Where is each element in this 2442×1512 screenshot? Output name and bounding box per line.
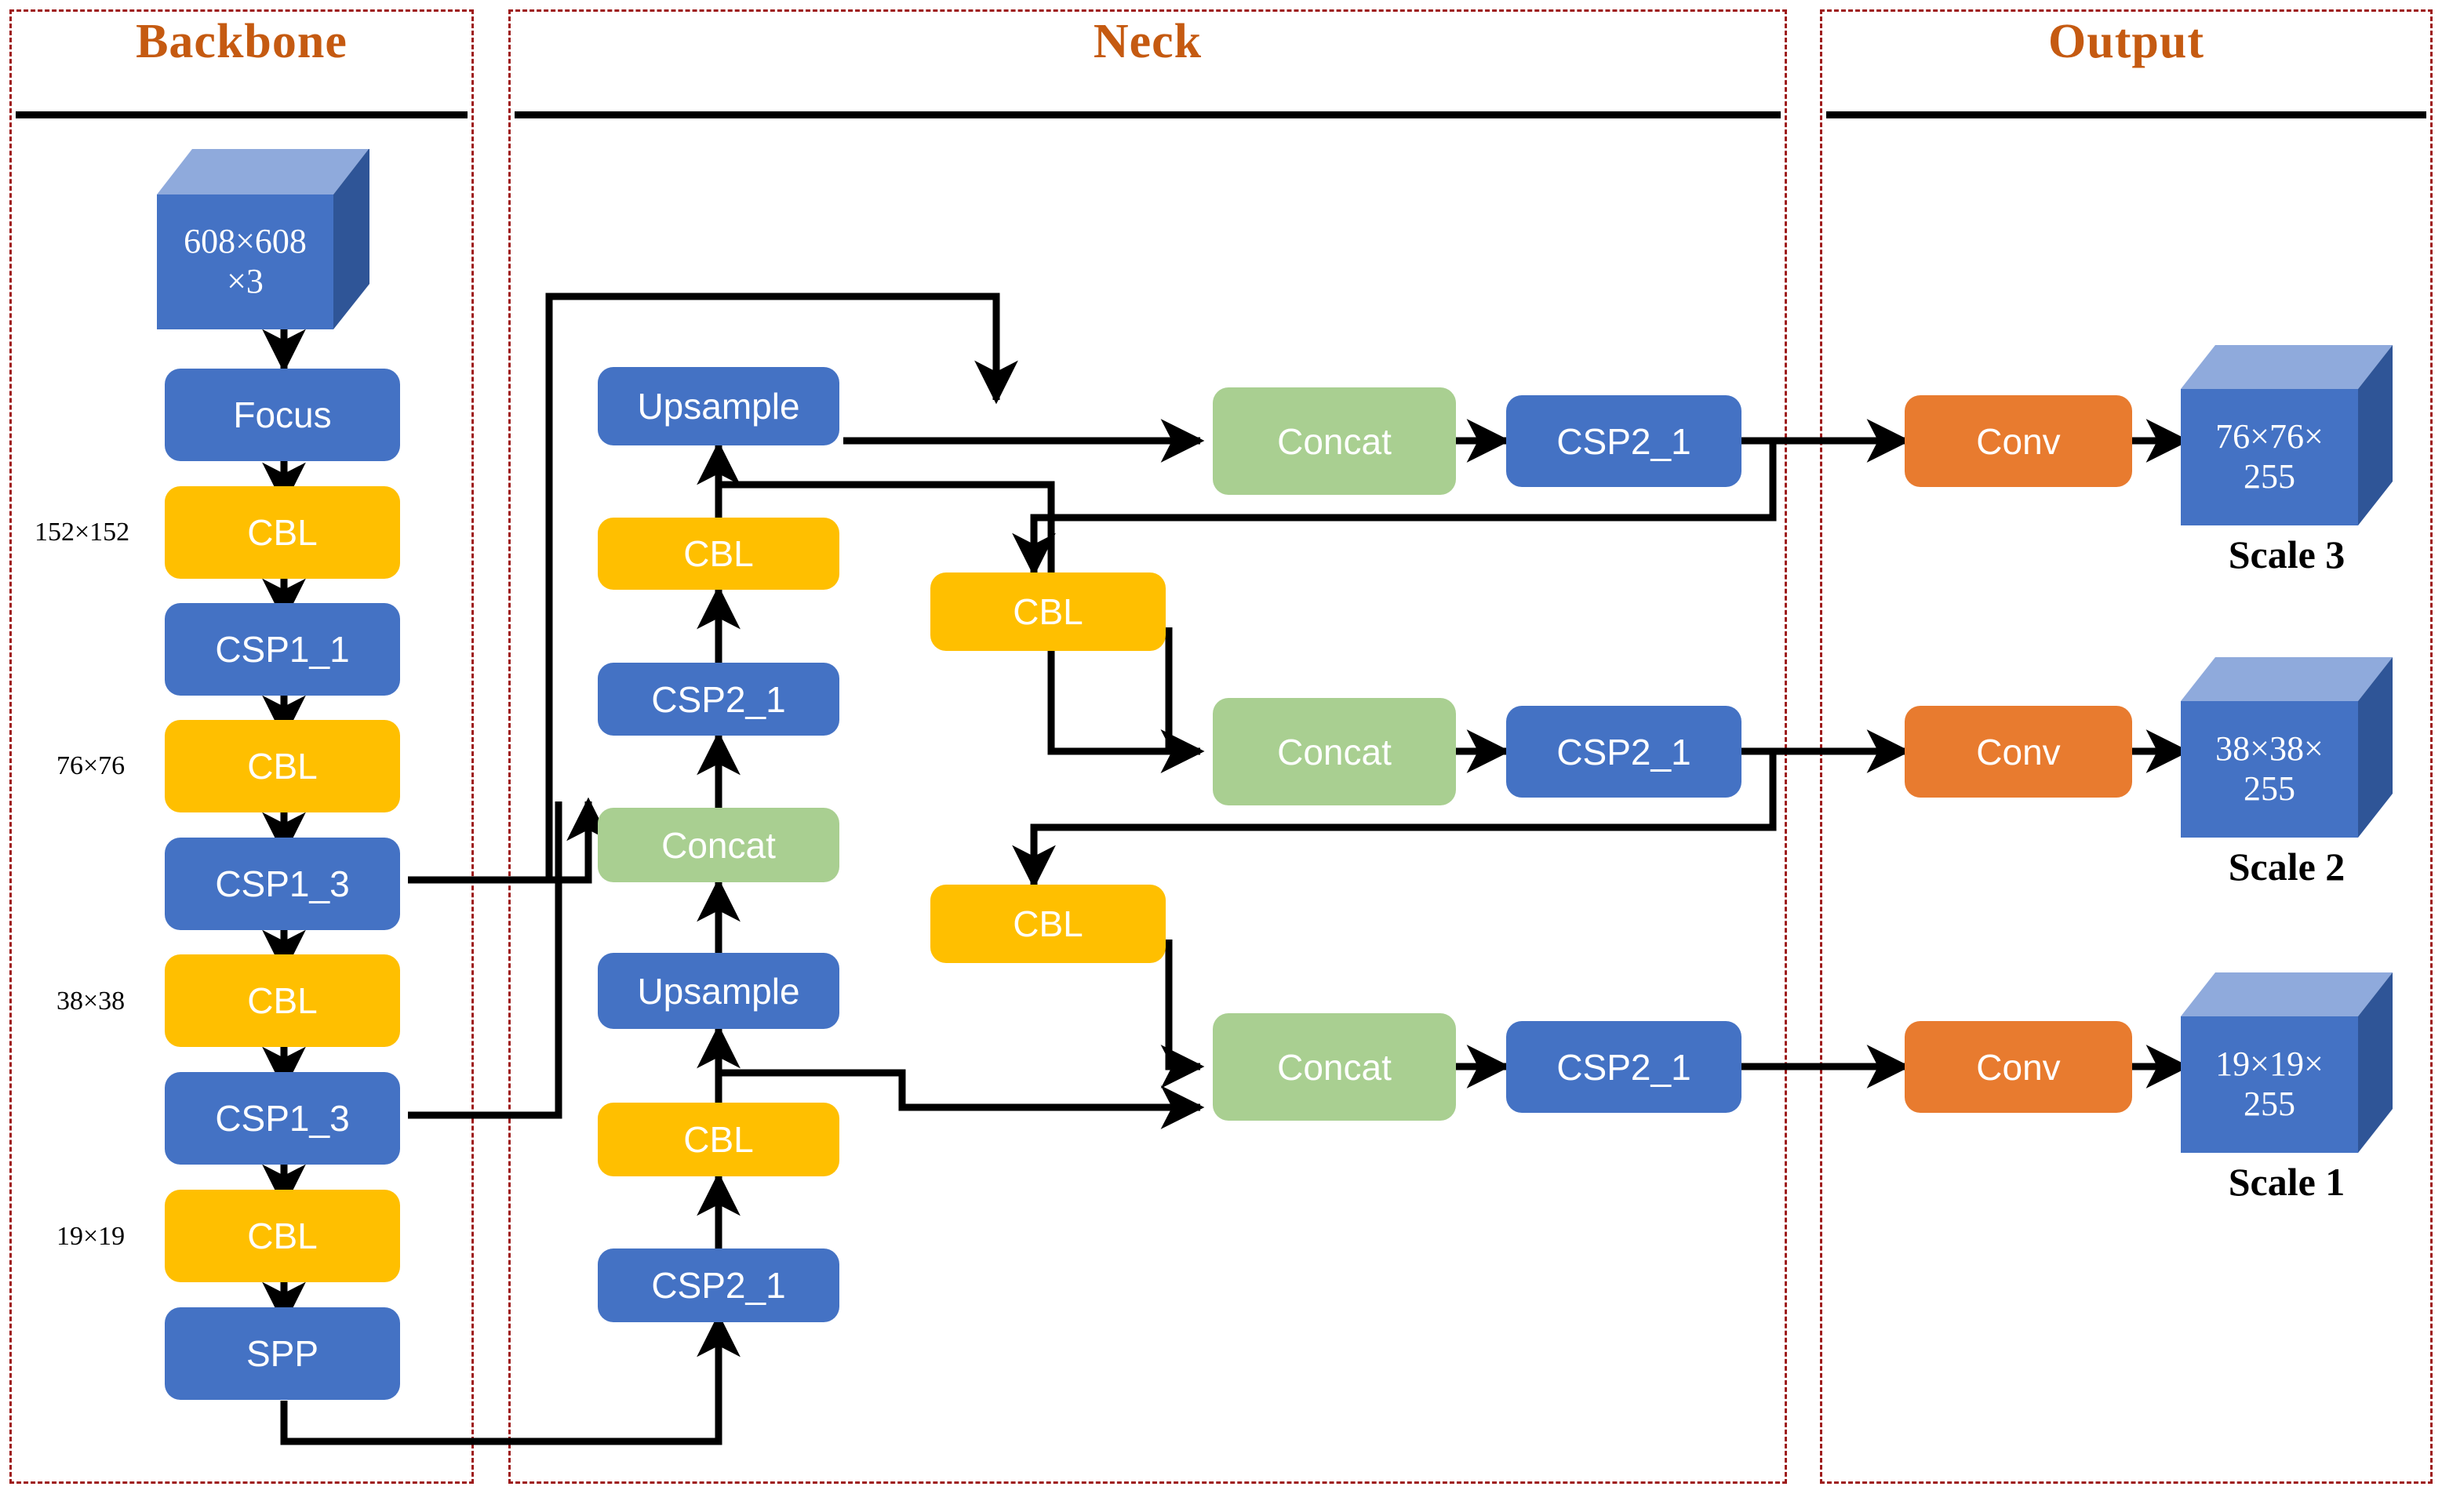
output-cube-scale1-line2: 255 [2244,1085,2295,1123]
backbone-node-spp[interactable]: SPP [165,1307,400,1400]
input-cube-line1: 608×608 [184,222,307,261]
output-cube-scale3-caption: Scale 3 [2228,532,2346,576]
output-cube-scale2: 38×38× 255 [2181,657,2416,838]
neck-node-cbl-mid-lower[interactable]: CBL [930,885,1166,963]
output-cube-scale2-line2: 255 [2244,769,2295,808]
neck-node-cbl-upper[interactable]: CBL [598,518,839,590]
output-cube-scale2-front-face: 38×38× 255 [2181,701,2358,838]
output-cube-scale1-top-face [2181,972,2393,1016]
neck-node-concat-row2[interactable]: Concat [1213,698,1456,805]
panel-output [1820,9,2433,1484]
backbone-node-cbl-2[interactable]: CBL [165,720,400,812]
output-cube-scale1-caption: Scale 1 [2228,1160,2346,1204]
neck-node-csp2-1-row1[interactable]: CSP2_1 [1506,395,1741,487]
output-node-conv-row2[interactable]: Conv [1905,706,2132,798]
panel-title-output: Output [2048,15,2204,68]
dim-label-38: 38×38 [56,987,126,1016]
input-cube-front-face: 608×608 ×3 [157,194,333,329]
panel-backbone [9,9,474,1484]
output-cube-scale3: 76×76× 255 [2181,345,2416,525]
backbone-node-focus[interactable]: Focus [165,369,400,461]
panel-title-neck: Neck [1093,15,1203,68]
output-cube-scale2-caption: Scale 2 [2228,845,2346,889]
backbone-node-cbl-3[interactable]: CBL [165,954,400,1047]
neck-node-csp2-1-row2[interactable]: CSP2_1 [1506,706,1741,798]
panel-neck [508,9,1787,1484]
neck-node-upsample-lower[interactable]: Upsample [598,953,839,1029]
output-cube-scale1-front-face: 19×19× 255 [2181,1016,2358,1153]
neck-node-upsample-top[interactable]: Upsample [598,367,839,445]
output-node-conv-row1[interactable]: Conv [1905,395,2132,487]
output-cube-scale3-line2: 255 [2244,457,2295,496]
output-cube-scale3-line1: 76×76× [2215,417,2324,456]
output-cube-scale3-top-face [2181,345,2393,389]
input-cube-line2: ×3 [227,262,264,300]
neck-node-concat-left[interactable]: Concat [598,808,839,882]
panel-rule-neck [515,111,1781,118]
backbone-node-csp1-3-b[interactable]: CSP1_3 [165,1072,400,1165]
backbone-node-cbl-1[interactable]: CBL [165,486,400,579]
backbone-node-csp1-1[interactable]: CSP1_1 [165,603,400,696]
panel-rule-backbone [16,111,468,118]
neck-node-concat-row3[interactable]: Concat [1213,1013,1456,1121]
dim-label-76: 76×76 [56,751,126,780]
output-cube-scale2-top-face [2181,657,2393,701]
output-node-conv-row3[interactable]: Conv [1905,1021,2132,1113]
backbone-node-csp1-3-a[interactable]: CSP1_3 [165,838,400,930]
neck-node-cbl-lower[interactable]: CBL [598,1103,839,1176]
neck-node-cbl-mid-upper[interactable]: CBL [930,572,1166,651]
input-cube-top-face [157,149,369,194]
neck-node-csp2-1-lower[interactable]: CSP2_1 [598,1248,839,1322]
neck-node-csp2-1-upper[interactable]: CSP2_1 [598,663,839,736]
output-cube-scale1: 19×19× 255 [2181,972,2416,1153]
panel-title-backbone: Backbone [136,15,348,68]
neck-node-csp2-1-row3[interactable]: CSP2_1 [1506,1021,1741,1113]
input-cube: 608×608 ×3 [157,149,416,329]
output-cube-scale3-front-face: 76×76× 255 [2181,389,2358,525]
output-cube-scale2-line1: 38×38× [2215,729,2324,769]
neck-node-concat-row1[interactable]: Concat [1213,387,1456,495]
output-cube-scale1-line1: 19×19× [2215,1045,2324,1084]
backbone-node-cbl-4[interactable]: CBL [165,1190,400,1282]
dim-label-19: 19×19 [56,1222,126,1251]
dim-label-152: 152×152 [35,518,130,547]
panel-rule-output [1826,111,2426,118]
